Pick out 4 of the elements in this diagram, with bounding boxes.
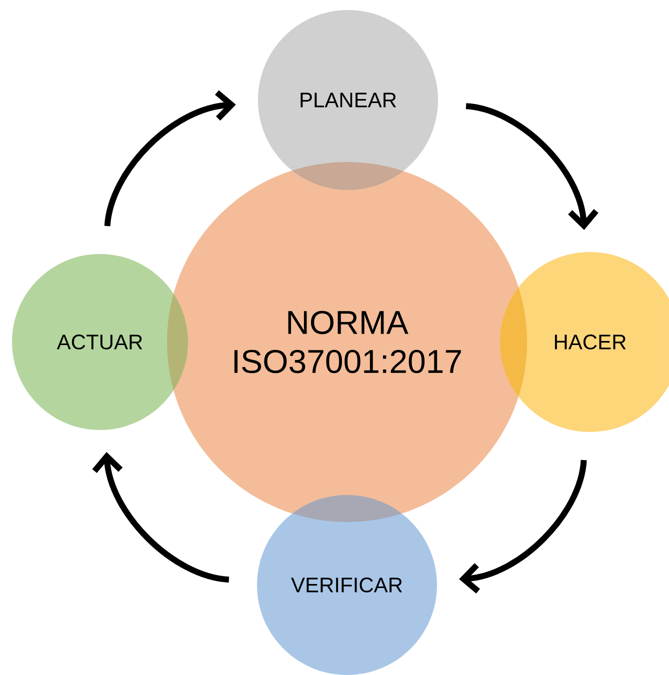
arrow (104, 90, 236, 226)
arrow (466, 103, 598, 230)
arrow (459, 460, 587, 594)
arrow (92, 452, 230, 583)
